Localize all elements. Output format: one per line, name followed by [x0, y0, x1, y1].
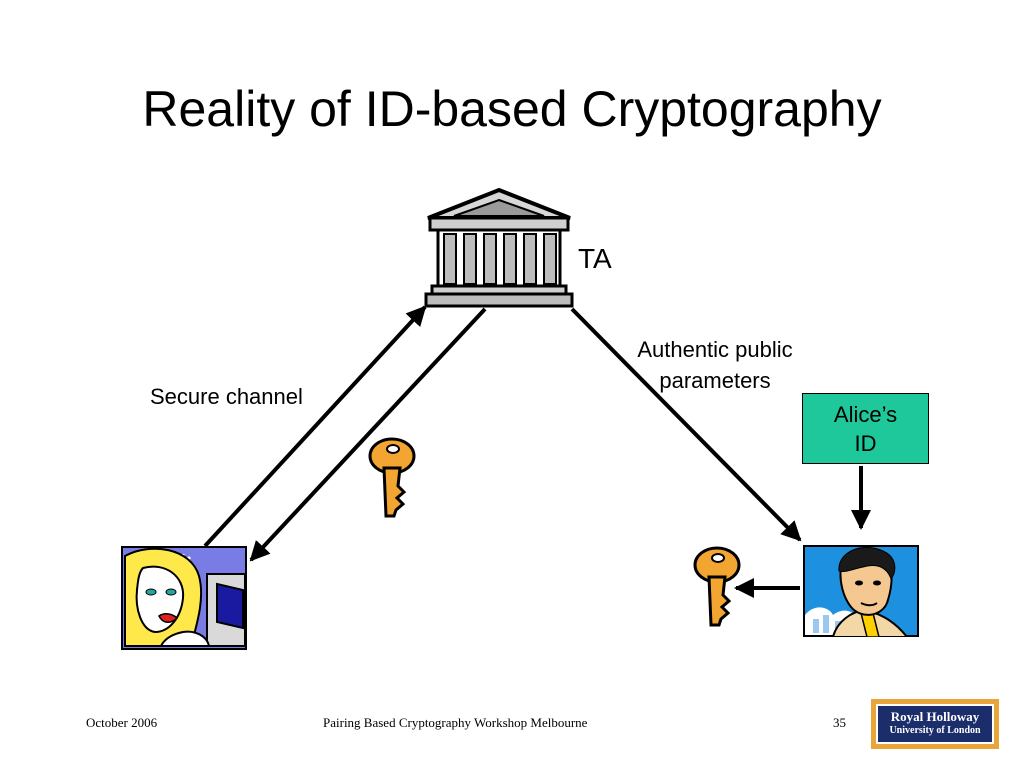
bank-building-icon	[424, 187, 574, 308]
logo-line2: University of London	[889, 725, 981, 736]
ta-label: TA	[578, 243, 612, 274]
authentic-label-line1: Authentic public	[637, 337, 793, 362]
secure-channel-arrow-up	[203, 305, 427, 548]
royal-holloway-logo: Royal Holloway University of London	[871, 699, 999, 749]
authentic-parameters-arrow	[570, 307, 802, 542]
alice-id-box: Alice’s ID	[802, 393, 929, 464]
authentic-label-line2: parameters	[659, 368, 771, 393]
secure-channel-arrow-down	[249, 307, 487, 562]
footer-page-number: 35	[833, 715, 846, 730]
logo-line1: Royal Holloway	[890, 709, 980, 724]
logo-plate: Royal Holloway University of London	[876, 704, 994, 744]
authentic-parameters-label: Authentic public parameters	[610, 334, 820, 396]
id-box-line1: Alice’s	[833, 402, 898, 427]
secure-channel-label: Secure channel	[150, 384, 303, 409]
man-portrait-icon	[803, 545, 919, 637]
footer-title: Pairing Based Cryptography Workshop Melb…	[323, 715, 588, 730]
footer-date: October 2006	[86, 715, 158, 730]
woman-at-computer-icon	[121, 546, 247, 650]
slide-title: Reality of ID-based Cryptography	[142, 81, 882, 137]
key-icon	[693, 546, 741, 627]
id-box-line2: ID	[854, 431, 877, 456]
key-icon	[368, 437, 416, 518]
